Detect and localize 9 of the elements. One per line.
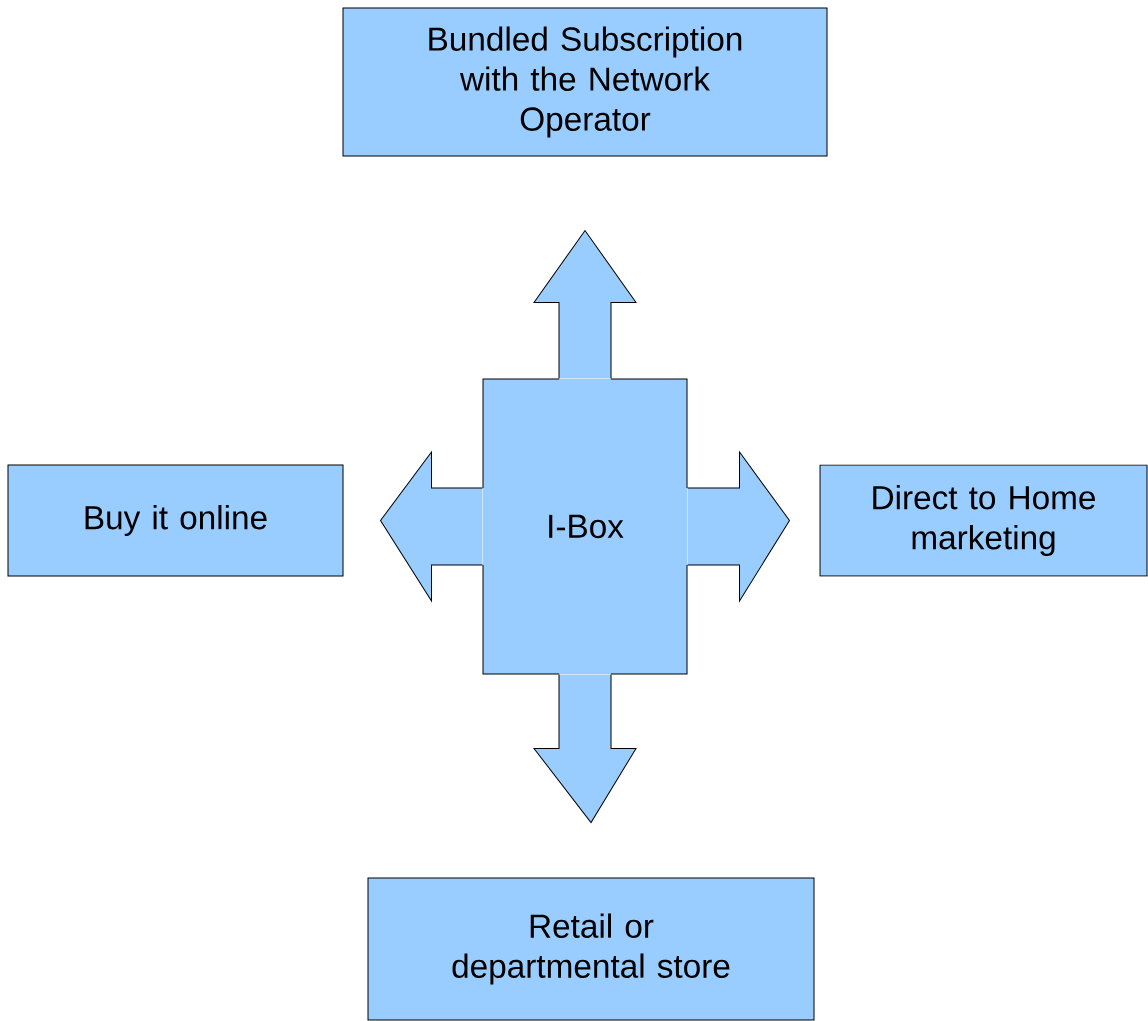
- block-arrow: [533, 674, 637, 823]
- block-arrow: [687, 451, 790, 602]
- channel-box: Retail or departmental store: [367, 877, 815, 1021]
- channel-box: Buy it online: [7, 464, 344, 577]
- center-block: I-Box: [482, 378, 688, 675]
- channel-box: Bundled Subscription with the Network Operator: [342, 7, 828, 157]
- block-arrow: [533, 230, 637, 379]
- block-arrow: [380, 451, 483, 602]
- channel-box: Direct to Home marketing: [819, 464, 1148, 577]
